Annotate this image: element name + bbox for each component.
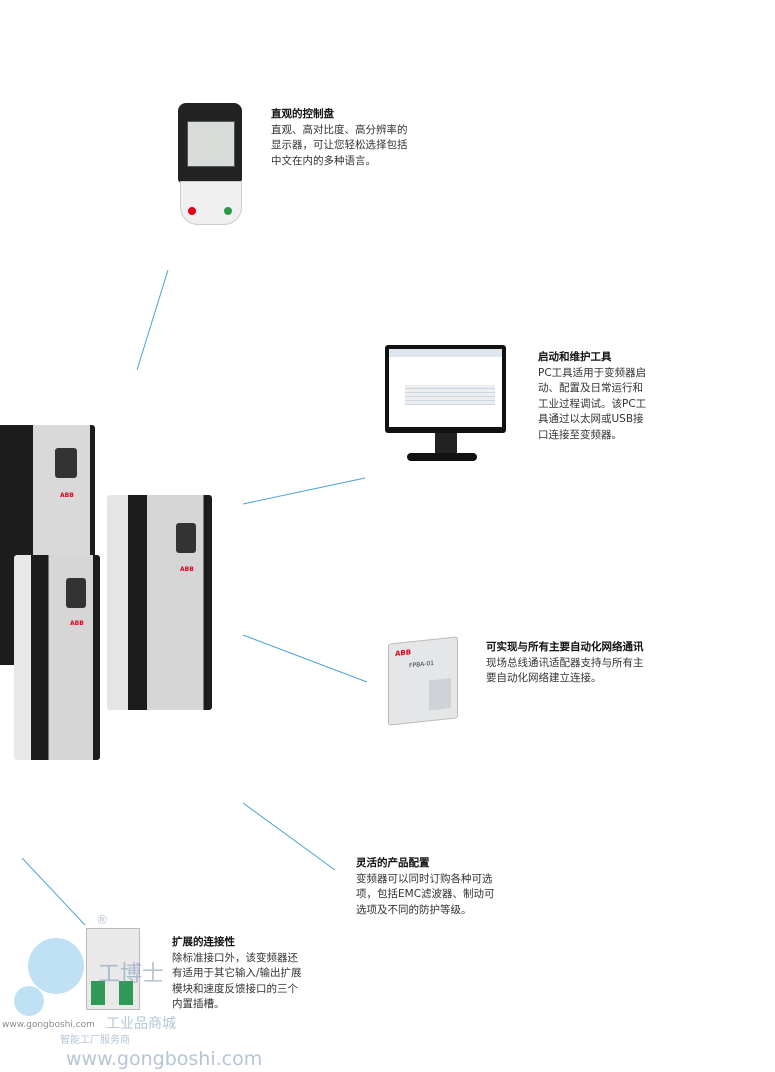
drive-front bbox=[14, 555, 100, 760]
drive-keypad bbox=[176, 523, 196, 553]
pc-tool-monitor-image bbox=[385, 345, 508, 470]
control-panel-image bbox=[178, 103, 242, 225]
caption-line: PC工具适用于变频器启 bbox=[538, 366, 647, 379]
caption-title: 可实现与所有主要自动化网络通讯 bbox=[486, 641, 644, 653]
leader-line-pc-tool bbox=[242, 477, 366, 505]
watermark-url: www.gongboshi.com bbox=[66, 1048, 263, 1070]
leader-line-config bbox=[242, 802, 336, 871]
caption-line: 模块和速度反馈接口的三个 bbox=[172, 982, 298, 995]
caption-line: 显示器，可让您轻松选择包括 bbox=[271, 139, 408, 151]
caption-line: 动、配置及日常运行和 bbox=[538, 382, 643, 394]
drive-keypad bbox=[66, 578, 86, 608]
caption-title: 启动和维护工具 bbox=[538, 351, 612, 363]
leader-line-fieldbus bbox=[242, 634, 368, 683]
module-label: FPBA-01 bbox=[409, 659, 434, 670]
caption-title: 灵活的产品配置 bbox=[356, 857, 430, 869]
abb-logo: ABB bbox=[60, 492, 74, 499]
caption-line: 要自动化网络建立连接。 bbox=[486, 672, 602, 684]
caption-line: 选项及不同的防护等级。 bbox=[356, 903, 472, 916]
caption-title: 扩展的连接性 bbox=[172, 936, 235, 948]
watermark-mascot-icon bbox=[28, 938, 84, 994]
caption-title: 直观的控制盘 bbox=[271, 108, 334, 120]
abb-logo: ABB bbox=[70, 620, 84, 627]
caption-line: 除标准接口外，该变频器还 bbox=[172, 951, 298, 964]
caption-fieldbus: 可实现与所有主要自动化网络通讯 现场总线通讯适配器支持与所有主 要自动化网络建立… bbox=[486, 640, 644, 687]
leader-line-connectivity bbox=[21, 857, 86, 926]
caption-connectivity: 扩展的连接性 除标准接口外，该变频器还 有适用于其它输入/输出扩展 模块和速度反… bbox=[172, 935, 302, 1013]
watermark-mascot-small-icon bbox=[14, 986, 44, 1016]
caption-line: 变频器可以同时订购各种可选 bbox=[356, 872, 493, 885]
caption-line: 现场总线通讯适配器支持与所有主 bbox=[486, 656, 644, 669]
io-extension-module-image bbox=[86, 928, 140, 1010]
abb-logo: ABB bbox=[395, 648, 412, 658]
caption-line: 口连接至变频器。 bbox=[538, 428, 622, 441]
abb-logo: ABB bbox=[180, 566, 194, 573]
caption-line: 项，包括EMC滤波器、制动可 bbox=[356, 888, 495, 900]
drive-keypad bbox=[55, 448, 77, 478]
watermark-registered: ® bbox=[96, 913, 108, 927]
caption-config: 灵活的产品配置 变频器可以同时订购各种可选 项，包括EMC滤波器、制动可 选项及… bbox=[356, 856, 495, 918]
caption-line: 具通过以太网或USB接 bbox=[538, 413, 644, 425]
caption-line: 工业过程调试。该PC工 bbox=[538, 397, 647, 410]
caption-line: 内置插槽。 bbox=[172, 998, 225, 1010]
caption-line: 中文在内的多种语言。 bbox=[271, 154, 376, 167]
caption-control-panel: 直观的控制盘 直观、高对比度、高分辨率的 显示器，可让您轻松选择包括 中文在内的… bbox=[271, 107, 408, 169]
watermark-shop: 工业品商城 bbox=[106, 1016, 176, 1032]
watermark-brand: 工博士 bbox=[98, 962, 165, 987]
caption-pc-tool: 启动和维护工具 PC工具适用于变频器启 动、配置及日常运行和 工业过程调试。该P… bbox=[538, 350, 646, 443]
caption-line: 有适用于其它输入/输出扩展 bbox=[172, 967, 302, 979]
fieldbus-adapter-image: ABB FPBA-01 bbox=[388, 636, 458, 726]
watermark-url-small: www.gongboshi.com bbox=[2, 1020, 95, 1030]
leader-line-keypad bbox=[136, 269, 169, 371]
drive-right bbox=[107, 495, 212, 710]
watermark-tagline: 智能工厂服务商 bbox=[60, 1035, 130, 1046]
caption-line: 直观、高对比度、高分辨率的 bbox=[271, 123, 408, 136]
